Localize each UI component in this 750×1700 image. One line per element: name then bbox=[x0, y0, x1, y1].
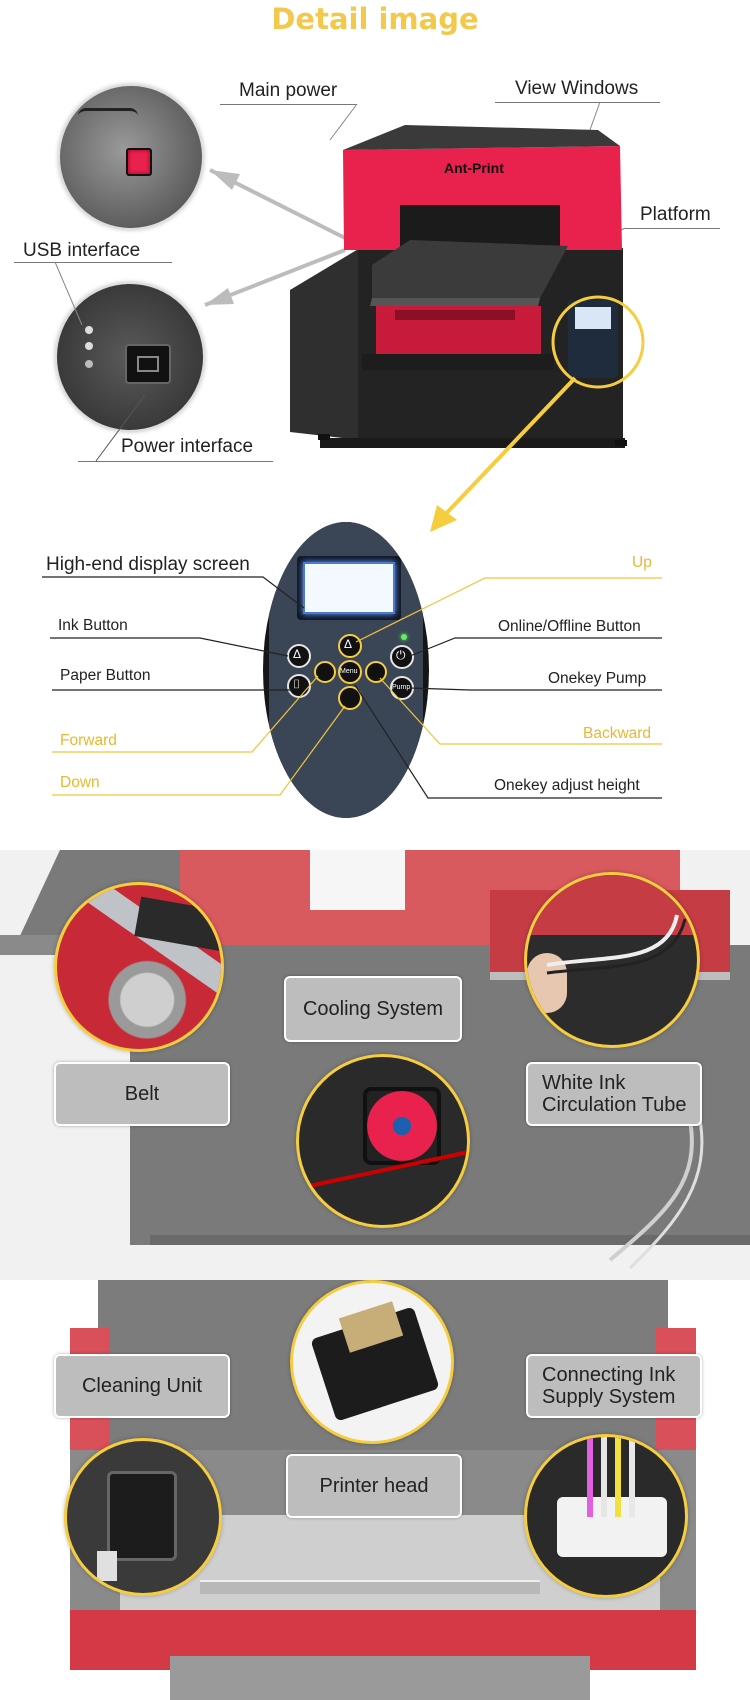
white-ink-line1: White Ink bbox=[542, 1072, 626, 1094]
connecting-line1: Connecting Ink bbox=[542, 1364, 676, 1386]
printer-head-closeup bbox=[290, 1280, 454, 1444]
label-forward: Forward bbox=[60, 732, 117, 749]
label-power-interface: Power interface bbox=[121, 436, 254, 457]
display-screen bbox=[297, 556, 401, 620]
rear-interface-closeup bbox=[55, 282, 205, 432]
label-onekey-pump: Onekey Pump bbox=[548, 670, 647, 687]
cooling-fan-closeup bbox=[296, 1054, 470, 1228]
label-onekey-adjust-height: Onekey adjust height bbox=[494, 777, 640, 794]
label-main-power: Main power bbox=[239, 80, 338, 101]
up-key-icon: Δ bbox=[344, 637, 353, 651]
paper-key-icon: ⌷ bbox=[293, 677, 301, 691]
components-section-bottom: Cleaning Unit Connecting Ink Supply Syst… bbox=[0, 1280, 750, 1700]
printer-illustration bbox=[54, 101, 645, 532]
fan-icon bbox=[363, 1087, 441, 1165]
page-title: Detail image bbox=[271, 2, 479, 36]
label-display-screen: High-end display screen bbox=[46, 554, 250, 575]
menu-key-icon: Menu bbox=[340, 668, 358, 675]
control-panel-keys bbox=[42, 576, 662, 799]
main-power-closeup bbox=[58, 84, 204, 230]
brand-logo: Ant-Print bbox=[444, 160, 504, 176]
label-printer-head: Printer head bbox=[286, 1454, 462, 1518]
components-section-top: Cooling System Belt White Ink Circulatio… bbox=[0, 850, 750, 1280]
connecting-line2: Supply System bbox=[542, 1386, 676, 1408]
label-white-ink-tube: White Ink Circulation Tube bbox=[526, 1062, 702, 1126]
status-led-icon bbox=[401, 634, 407, 640]
ink-key-icon: Δ bbox=[293, 647, 302, 661]
label-usb-interface: USB interface bbox=[23, 240, 141, 261]
label-ink-button: Ink Button bbox=[58, 617, 128, 634]
belt-closeup bbox=[54, 882, 224, 1052]
white-ink-tube-closeup bbox=[524, 872, 700, 1048]
pump-key-icon: Pump bbox=[392, 684, 411, 691]
label-paper-button: Paper Button bbox=[60, 667, 151, 684]
power-switch-icon bbox=[126, 148, 152, 176]
power-socket-icon bbox=[125, 344, 171, 384]
label-connecting-ink-supply: Connecting Ink Supply System bbox=[526, 1354, 702, 1418]
label-up: Up bbox=[632, 554, 652, 571]
label-platform: Platform bbox=[640, 204, 711, 225]
label-down: Down bbox=[60, 774, 100, 791]
label-view-windows: View Windows bbox=[515, 78, 639, 99]
white-ink-line2: Circulation Tube bbox=[542, 1094, 687, 1116]
label-belt: Belt bbox=[54, 1062, 230, 1126]
usb-port-icon bbox=[85, 326, 93, 334]
ink-supply-closeup bbox=[524, 1434, 688, 1598]
label-online-offline-button: Online/Offline Button bbox=[498, 618, 641, 635]
label-cleaning-unit: Cleaning Unit bbox=[54, 1354, 230, 1418]
cleaning-unit-closeup bbox=[64, 1438, 222, 1596]
label-backward: Backward bbox=[583, 725, 652, 742]
label-cooling-system: Cooling System bbox=[284, 976, 462, 1042]
online-key-icon: ⏻ bbox=[396, 648, 406, 662]
